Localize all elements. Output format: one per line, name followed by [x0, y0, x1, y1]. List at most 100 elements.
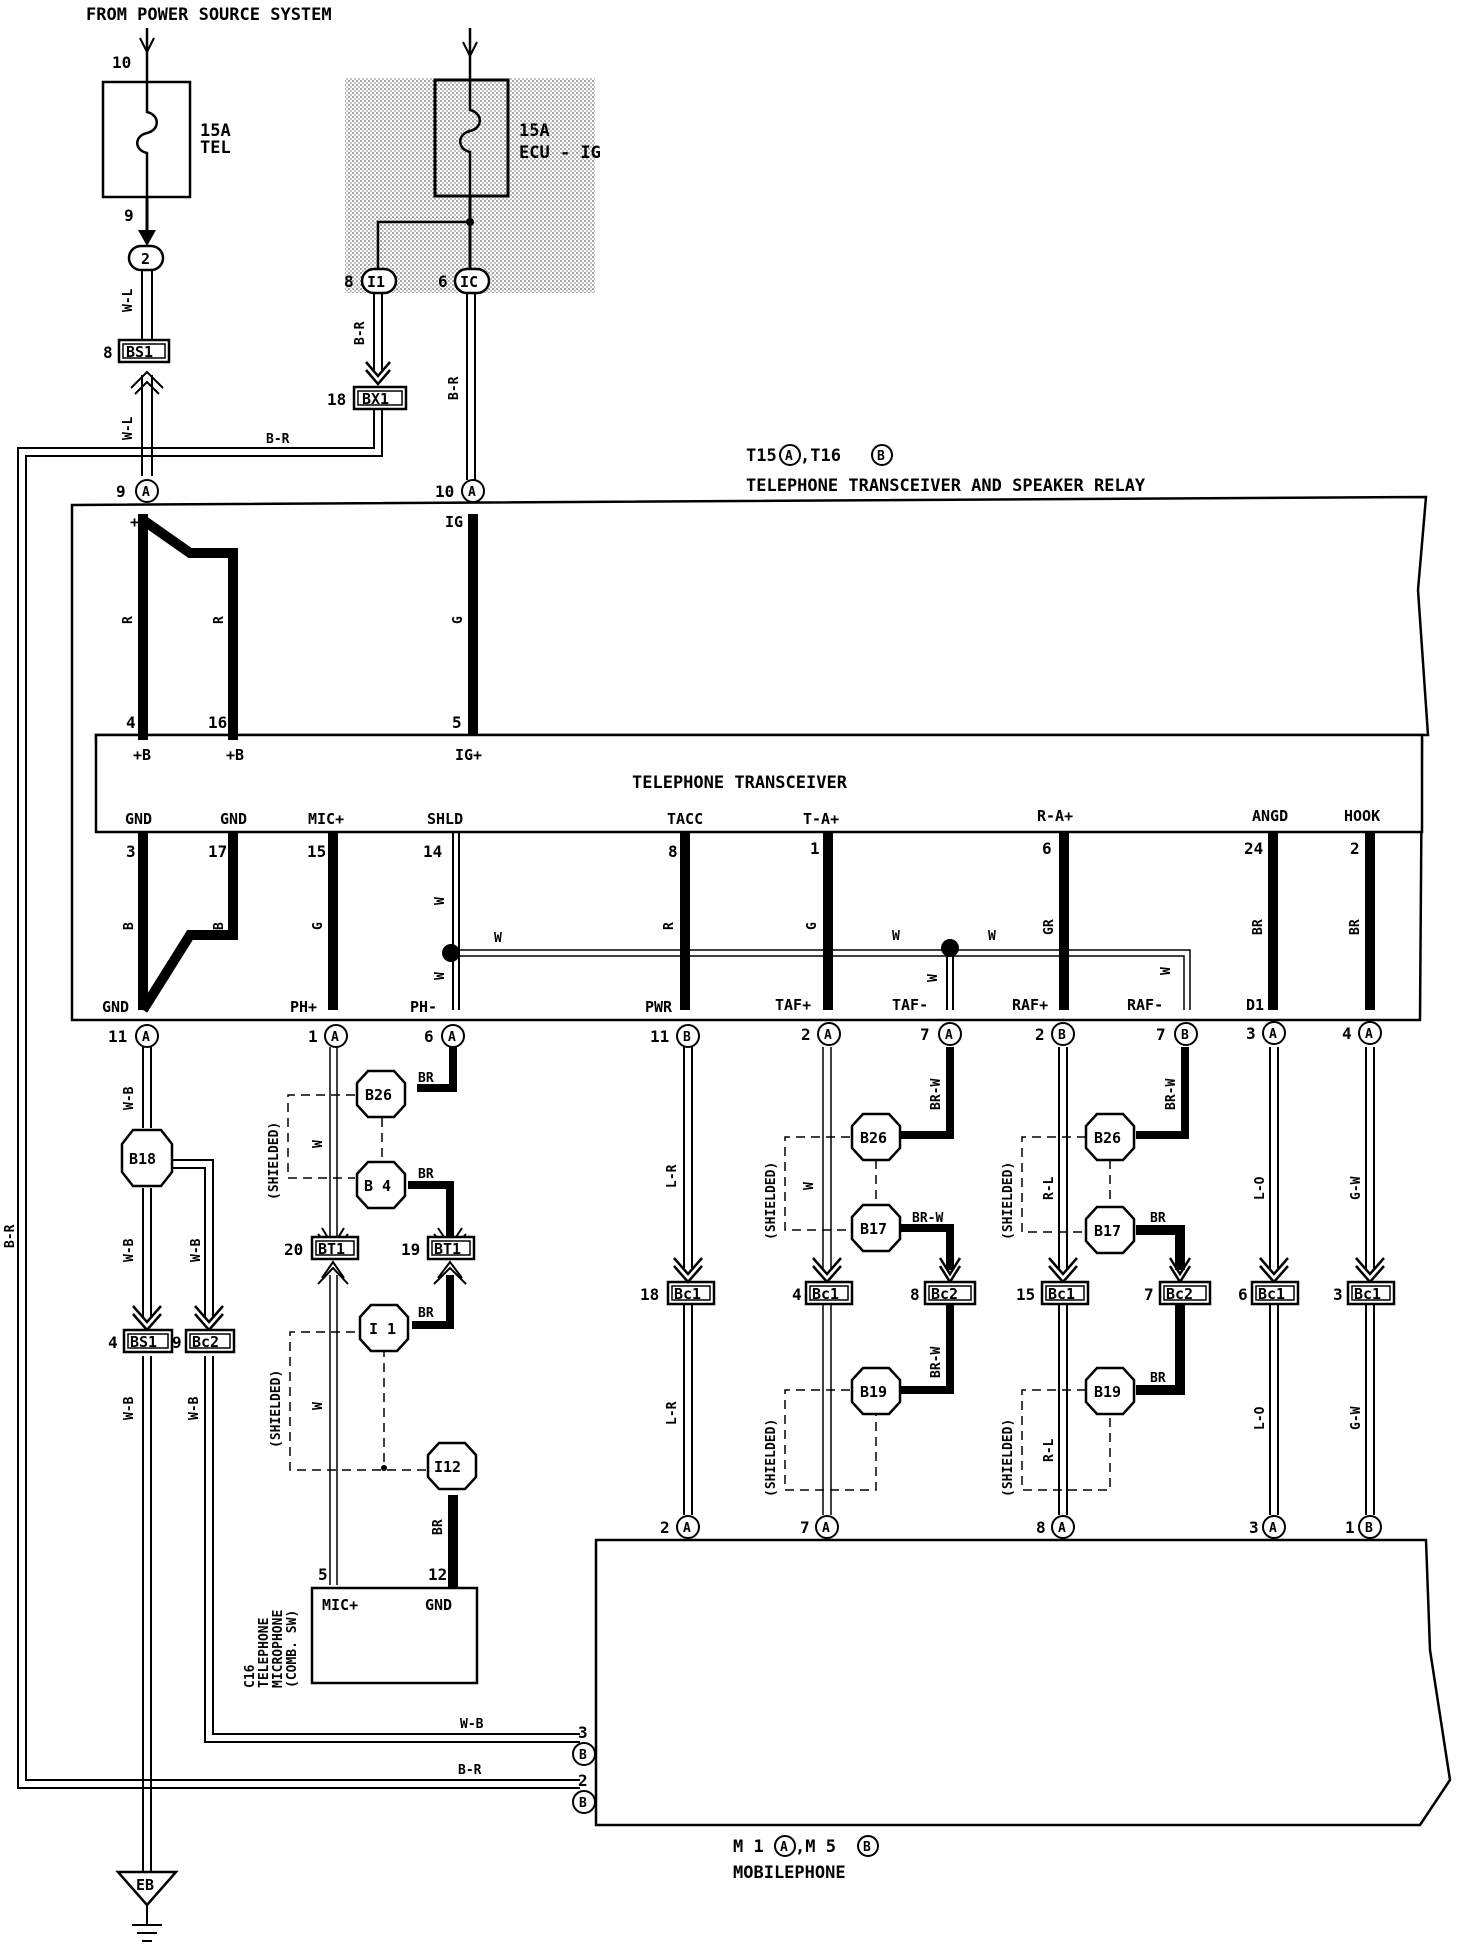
svg-text:6: 6 [1042, 839, 1052, 858]
svg-text:8: 8 [668, 842, 678, 861]
svg-text:IG+: IG+ [455, 746, 482, 764]
pin-9a: A 9 [116, 479, 159, 503]
svg-text:+B: +B [130, 513, 148, 531]
svg-text:BR: BR [418, 1306, 434, 1321]
svg-text:B17: B17 [860, 1220, 887, 1238]
svg-text:3: 3 [1333, 1285, 1343, 1304]
junction-b19-taf: B19 [850, 1366, 902, 1416]
svg-text:W: W [494, 931, 502, 946]
svg-text:C16: C16 [243, 1664, 258, 1688]
junction-b26-mic: B26 [355, 1069, 407, 1119]
svg-text:BR-W: BR-W [1164, 1079, 1179, 1110]
svg-text:5: 5 [318, 1565, 328, 1584]
svg-text:B26: B26 [860, 1129, 887, 1147]
svg-text:G: G [311, 922, 326, 930]
fuse-tel-name: TEL [200, 138, 231, 158]
svg-text:RAF+: RAF+ [1012, 996, 1048, 1014]
svg-text:D1: D1 [1246, 996, 1264, 1014]
wire-taf: W BR-W BR-W BR-W (SHIELDED) (SHIELDED) [764, 1047, 962, 1515]
junction-b17-raf: B17 [1084, 1205, 1136, 1255]
svg-text:A: A [142, 485, 150, 500]
svg-text:BR: BR [431, 1519, 446, 1535]
svg-text:I 1: I 1 [369, 1320, 396, 1338]
svg-text:3: 3 [578, 1723, 588, 1742]
svg-text:B 4: B 4 [364, 1177, 391, 1195]
mobilephone-side-pins: B3 B2 [572, 1723, 596, 1814]
svg-text:Bc1: Bc1 [1048, 1285, 1075, 1303]
svg-text:BR: BR [1348, 919, 1363, 935]
svg-text:M 1: M 1 [733, 1837, 764, 1857]
wire-br-i1: B-R [353, 293, 391, 386]
svg-text:B: B [212, 922, 227, 930]
mobilephone-name: MOBILEPHONE [733, 1863, 846, 1883]
svg-text:IG: IG [445, 513, 463, 531]
svg-text:IC: IC [460, 273, 478, 291]
svg-text:9: 9 [172, 1333, 182, 1352]
svg-text:EB: EB [136, 1876, 154, 1894]
svg-text:Bc2: Bc2 [192, 1333, 219, 1351]
svg-text:A: A [785, 449, 793, 464]
svg-text:B: B [1058, 1028, 1066, 1043]
connector-bt1-left: BT1 20 [284, 1235, 360, 1261]
svg-text:B-R: B-R [266, 432, 290, 447]
svg-text:14: 14 [423, 842, 442, 861]
transceiver-bottom-pin-nums: 3 17 15 14 8 1 6 24 2 [126, 839, 1360, 861]
svg-text:TACC: TACC [667, 810, 703, 828]
junction-b26-taf: B26 [850, 1112, 902, 1162]
svg-text:2: 2 [141, 250, 150, 268]
svg-text:1: 1 [308, 1027, 318, 1046]
svg-text:L-R: L-R [665, 1164, 680, 1188]
svg-text:2: 2 [578, 1771, 588, 1790]
svg-text:W: W [433, 972, 448, 980]
svg-text:W-B: W-B [122, 1086, 137, 1110]
svg-text:B18: B18 [129, 1150, 156, 1168]
svg-text:B26: B26 [1094, 1129, 1121, 1147]
svg-text:W-B: W-B [122, 1238, 137, 1262]
svg-text:3: 3 [126, 842, 136, 861]
mobilephone-title: M 1 A ,M 5 B MOBILEPHONE [733, 1835, 879, 1883]
svg-text:2: 2 [1350, 839, 1360, 858]
transceiver-bottom-labels: GND GND MIC+ SHLD TACC T-A+ R-A+ ANGD HO… [125, 807, 1380, 828]
svg-text:,T16: ,T16 [800, 446, 841, 466]
connector-bt1-right: BT1 19 [401, 1235, 476, 1261]
svg-text:A: A [142, 1030, 150, 1045]
junction-b17-taf: B17 [850, 1203, 902, 1253]
svg-text:TAF-: TAF- [892, 996, 928, 1014]
fuse-tel-pin-out: 9 [124, 206, 134, 225]
svg-text:W-B: W-B [122, 1396, 137, 1420]
connector-i1-top: I1 8 [344, 267, 398, 295]
svg-text:Bc1: Bc1 [674, 1285, 701, 1303]
svg-text:6: 6 [438, 272, 448, 291]
svg-text:6: 6 [424, 1027, 434, 1046]
wire-wb-ground: W-B W-B W-B W-B W-B W-B [122, 1047, 580, 1872]
svg-text:4: 4 [792, 1285, 802, 1304]
fuse-tel-pin-in: 10 [112, 53, 131, 72]
svg-text:R: R [212, 616, 227, 624]
svg-text:G: G [451, 616, 466, 624]
svg-text:(SHIELDED): (SHIELDED) [1001, 1419, 1016, 1497]
svg-text:HOOK: HOOK [1344, 807, 1380, 825]
svg-text:20: 20 [284, 1240, 303, 1259]
junction-i1: I 1 [358, 1303, 410, 1353]
svg-text:(SHIELDED): (SHIELDED) [1001, 1162, 1016, 1240]
junction-b18: B18 [120, 1128, 174, 1188]
svg-text:GND: GND [102, 998, 129, 1016]
svg-text:16: 16 [208, 713, 227, 732]
svg-text:B: B [122, 922, 137, 930]
svg-text:(SHIELDED): (SHIELDED) [267, 1122, 282, 1200]
svg-text:B-R: B-R [458, 1763, 482, 1778]
transceiver-box [94, 733, 1424, 834]
svg-text:7: 7 [1144, 1285, 1154, 1304]
svg-text:12: 12 [428, 1565, 447, 1584]
svg-text:W-L: W-L [121, 416, 136, 440]
svg-text:A: A [1269, 1027, 1277, 1042]
relay-name: TELEPHONE TRANSCEIVER AND SPEAKER RELAY [746, 476, 1146, 496]
svg-text:SHLD: SHLD [427, 810, 463, 828]
svg-text:BX1: BX1 [362, 390, 389, 408]
svg-text:Bc2: Bc2 [931, 1285, 958, 1303]
svg-text:G-W: G-W [1349, 1406, 1364, 1430]
svg-text:7: 7 [1156, 1025, 1166, 1044]
connector-bc2-left: Bc2 9 [172, 1328, 236, 1354]
mic-wiring: W BR BR (SHIELDED) W BR (SHIELDED) BR [267, 1047, 467, 1588]
